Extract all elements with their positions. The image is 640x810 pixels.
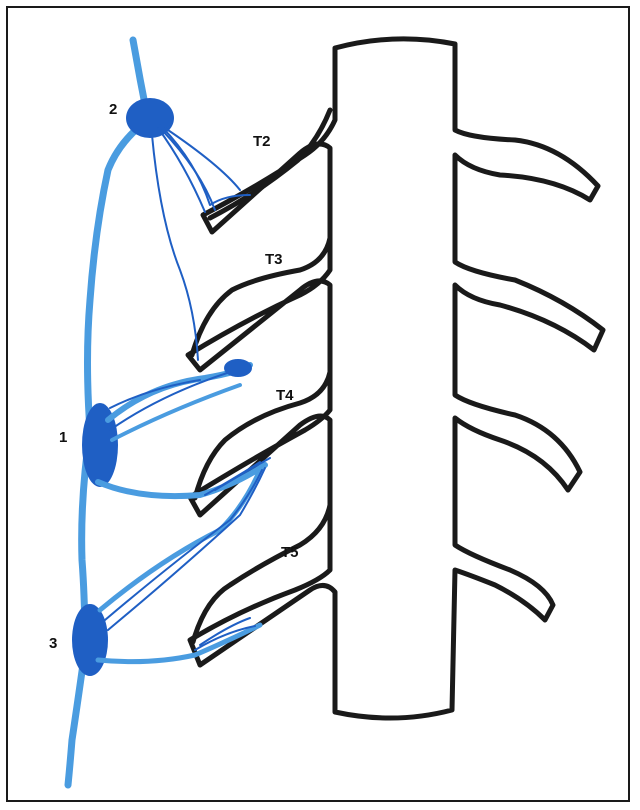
- ramus-junction-t3: [224, 359, 252, 377]
- ramus-g2-t3: [152, 135, 198, 360]
- vertebral-body-outline: [188, 39, 603, 718]
- rib-label-t2: T2: [253, 134, 271, 149]
- ganglion-label-2: 2: [109, 102, 117, 117]
- rib-label-t5: T5: [281, 545, 299, 560]
- ganglion-3: [72, 604, 108, 676]
- ramus-g2-t2-a: [160, 125, 250, 205]
- ramus-g1-t3-c: [110, 372, 230, 430]
- ganglion-label-3: 3: [49, 636, 57, 651]
- sympathetic-trunk: [68, 40, 270, 785]
- ganglion-label-1: 1: [59, 430, 67, 445]
- rib-label-t3: T3: [265, 252, 283, 267]
- rib-label-t4: T4: [276, 388, 294, 403]
- ramus-g2-t2-d: [165, 128, 240, 190]
- vertebral-column: [188, 39, 603, 718]
